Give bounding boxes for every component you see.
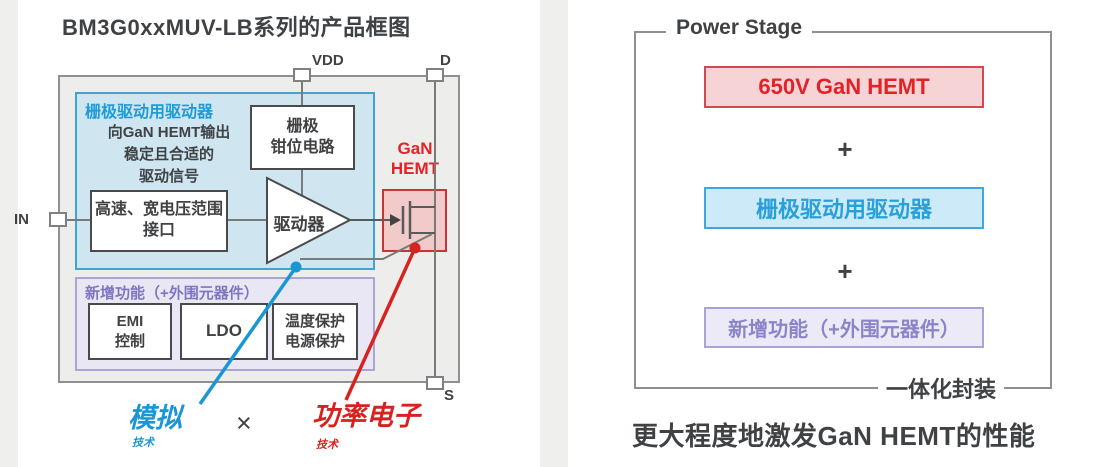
gan-hemt-box	[382, 189, 447, 252]
d-pin-label: D	[440, 52, 451, 69]
vdd-pin-label: VDD	[312, 52, 344, 69]
power-stage-frame	[634, 31, 1052, 389]
multiply-sign: ×	[236, 408, 252, 438]
power-callout-sublabel: 技术	[316, 439, 338, 451]
plus-sign-1: +	[837, 134, 853, 164]
driver-triangle-label: 驱动器	[273, 215, 325, 234]
s-pin-label: S	[444, 387, 455, 404]
interface-box: 高速、宽电压范围 接口	[90, 190, 228, 252]
gan-hemt-label: GaN HEMT	[390, 139, 440, 179]
emi-control-box: EMI 控制	[88, 303, 172, 360]
in-pin-label: IN	[14, 211, 29, 228]
stack-item-gate-driver: 栅极驱动用驱动器	[704, 187, 984, 229]
ldo-box: LDO	[180, 303, 268, 360]
analog-callout-sublabel: 技术	[132, 437, 154, 449]
addon-functions-label: 新增功能（+外围元器件）	[85, 285, 259, 302]
integrated-package-label: 一体化封装	[878, 372, 1005, 404]
power-callout-label: 功率电子	[312, 401, 420, 431]
left-diagram-title: BM3G0xxMUV-LB系列的产品框图	[62, 15, 411, 40]
stack-item-addons: 新增功能（+外围元器件）	[704, 307, 984, 348]
gate-clamp-box: 栅极 钳位电路	[250, 105, 355, 170]
temp-protection-box: 温度保护 电源保护	[272, 303, 358, 360]
plus-sign-2: +	[837, 256, 853, 286]
stack-item-gan-hemt: 650V GaN HEMT	[704, 66, 984, 108]
gate-driver-block-label: 栅极驱动用驱动器	[85, 104, 214, 121]
gate-driver-description: 向GaN HEMT输出 稳定且合适的 驱动信号	[107, 124, 231, 185]
power-stage-title: Power Stage	[666, 16, 813, 40]
analog-callout-label: 模拟	[128, 403, 182, 433]
bottom-caption: 更大程度地激发GaN HEMT的性能	[632, 421, 1036, 451]
